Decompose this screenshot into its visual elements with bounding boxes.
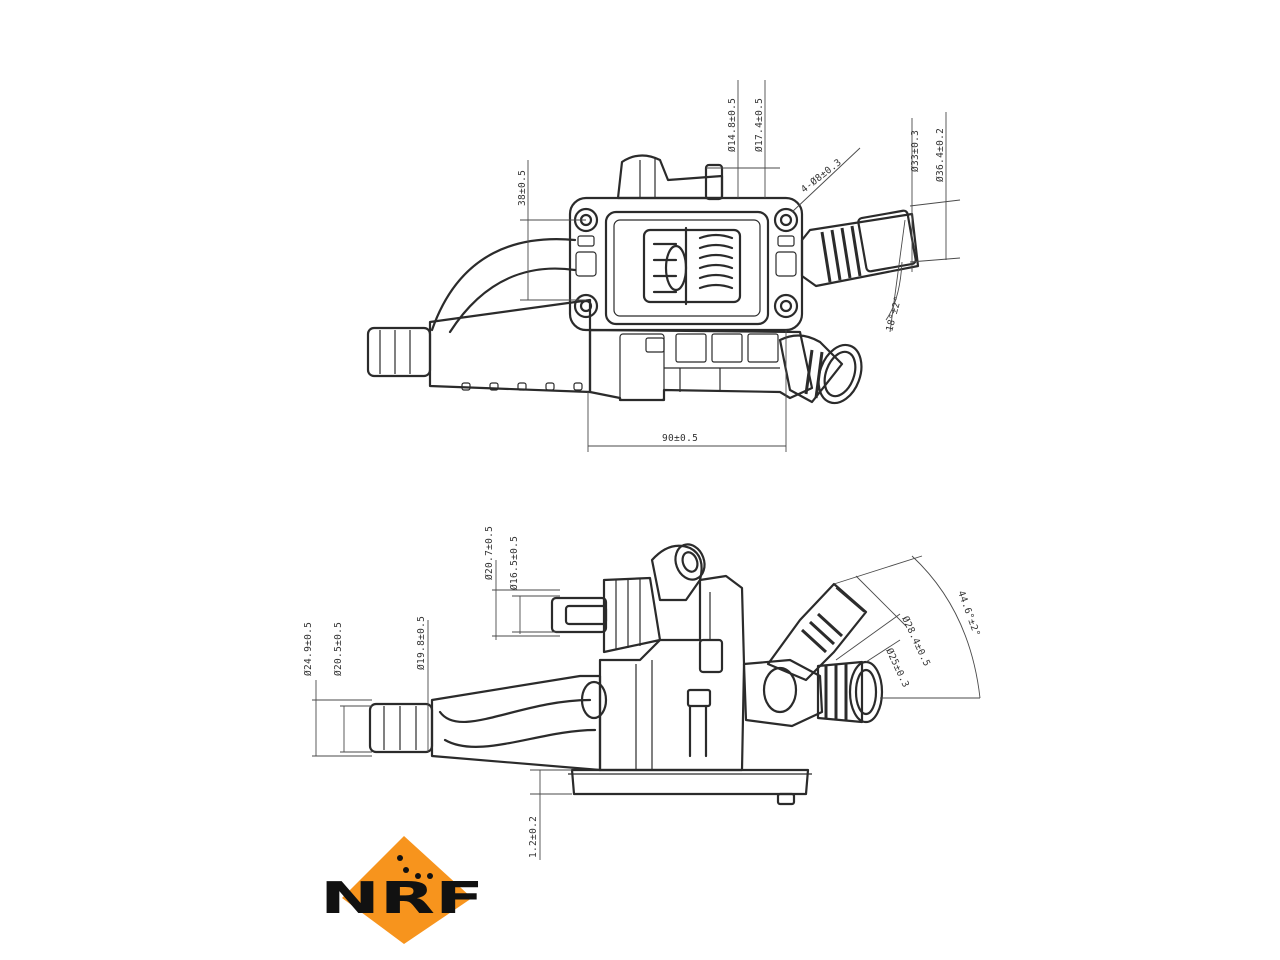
top-dimension-lines — [520, 80, 961, 452]
dim-label: Ø17.4±0.5 — [754, 98, 765, 152]
side-angled-outlet — [766, 582, 868, 682]
dim-label: Ø14.8±0.5 — [727, 98, 738, 152]
thermostat-spring — [642, 226, 742, 306]
side-dimension-lines — [312, 555, 981, 860]
top-view: Ø14.8±0.5 Ø17.4±0.5 Ø36.4±0.2 Ø33±0.3 4-… — [366, 80, 961, 452]
dim-label: Ø28.4±0.5 — [899, 615, 932, 669]
side-right-outlet — [742, 658, 884, 728]
dim-label: 90±0.5 — [662, 433, 698, 444]
top-angled-outlet — [778, 334, 863, 405]
dim-label: Ø19.8±0.5 — [416, 616, 427, 670]
side-base-flange — [568, 768, 812, 806]
top-right-outlet — [800, 209, 920, 288]
bolt-hole — [773, 293, 799, 319]
dim-label: 18°±2° — [884, 295, 904, 333]
nrf-logo: NRF — [320, 836, 484, 944]
top-left-hose — [366, 238, 592, 394]
dim-label: Ø33±0.3 — [910, 130, 921, 172]
dim-label: 4-Ø8±0.3 — [799, 157, 844, 195]
dim-label: Ø24.9±0.5 — [303, 622, 314, 676]
dim-label: Ø25±0.3 — [883, 647, 911, 690]
side-view: Ø20.7±0.5 Ø16.5±0.5 Ø24.9±0.5 Ø20.5±0.5 … — [303, 526, 982, 860]
side-main-body — [598, 574, 746, 772]
logo-text: NRF — [320, 873, 484, 924]
logo-diamond — [342, 836, 472, 944]
top-lower-body — [588, 328, 814, 402]
dim-label: 44.6°±2° — [955, 589, 982, 638]
bolt-hole — [773, 207, 799, 233]
dim-label: 38±0.5 — [517, 170, 528, 206]
dim-label: Ø20.7±0.5 — [484, 526, 495, 580]
bolt-hole — [573, 293, 599, 319]
dim-label: 1.2±0.2 — [528, 816, 539, 858]
dim-label: Ø36.4±0.2 — [935, 128, 946, 182]
side-upper-connector — [550, 543, 706, 654]
top-nozzle — [616, 154, 724, 201]
dim-label: Ø16.5±0.5 — [509, 536, 520, 590]
dim-label: Ø20.5±0.5 — [333, 622, 344, 676]
side-left-hose — [368, 674, 608, 772]
logo-dots — [397, 855, 433, 879]
